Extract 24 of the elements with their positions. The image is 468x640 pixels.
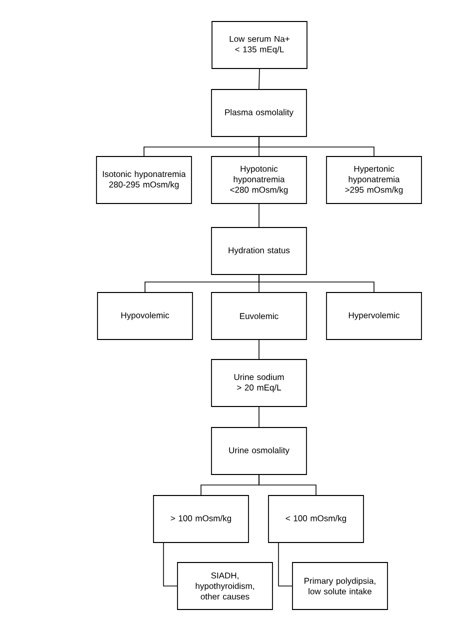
process-box: Low serum Na+ < 135 mEq/L — [212, 21, 308, 69]
process-box: > 100 mOsm/kg — [153, 495, 249, 543]
process-box: Hypotonic hyponatremia <280 mOsm/kg — [211, 156, 307, 204]
process-box: SIADH, hypothyroidism, other causes — [177, 562, 273, 610]
process-box: Isotonic hyponatremia 280-295 mOsm/kg — [96, 156, 192, 204]
connector-line — [163, 542, 178, 586]
connector-line — [258, 474, 316, 496]
connector-line — [278, 542, 292, 586]
connector-line — [258, 274, 374, 292]
connector-line — [258, 340, 260, 360]
process-box: < 100 mOsm/kg — [268, 495, 364, 543]
process-box: Primary polydipsia, low solute intake — [292, 562, 388, 610]
process-box: Urine osmolality — [211, 427, 307, 475]
process-box: Hydration status — [211, 227, 307, 275]
connector-line — [258, 136, 374, 156]
process-box: Urine sodium > 20 mEq/L — [211, 359, 307, 407]
connector-line — [258, 68, 260, 90]
process-box: Hypertonic hyponatremia >295 mOsm/kg — [326, 156, 422, 204]
process-box: Plasma osmolality — [211, 89, 307, 137]
process-box: Euvolemic — [211, 292, 307, 340]
connector-line — [258, 204, 260, 228]
process-box: Hypervolemic — [326, 292, 422, 340]
connector-line — [258, 406, 260, 428]
process-box: Hypovolemic — [97, 292, 193, 340]
